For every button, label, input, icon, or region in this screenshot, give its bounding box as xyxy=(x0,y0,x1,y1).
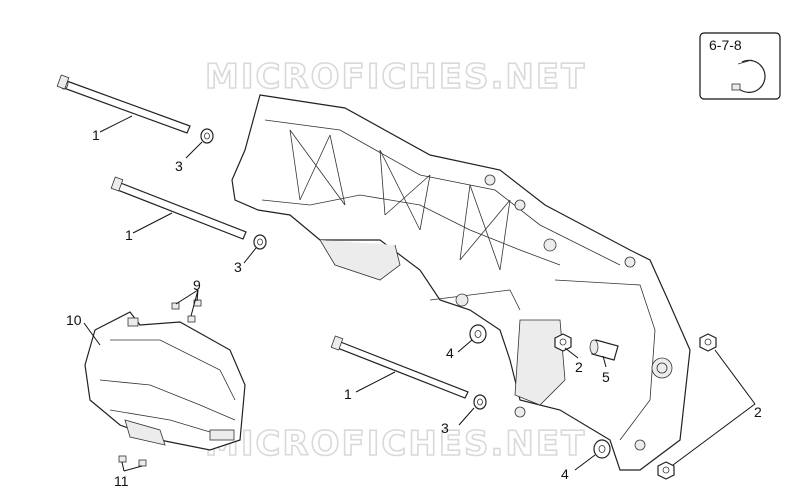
nut-2-right-upper xyxy=(699,333,717,352)
callout-1-top: 1 xyxy=(92,127,100,143)
side-cover-10 xyxy=(84,311,246,451)
washer-bottom-hole xyxy=(477,398,483,406)
spacer-5 xyxy=(589,339,619,361)
long-bolt-bottom xyxy=(330,335,469,399)
callout-9: 9 xyxy=(193,277,201,293)
washer-4-upper-hole xyxy=(474,330,482,338)
callout-3-bottom: 3 xyxy=(441,420,449,436)
long-bolt-middle xyxy=(110,176,247,240)
washer-middle xyxy=(253,234,267,250)
nut-2-right-lower xyxy=(657,461,675,480)
callout-3-top: 3 xyxy=(175,158,183,174)
washer-4-upper xyxy=(469,324,487,344)
kit-box-label: 6-7-8 xyxy=(709,37,742,53)
kit-box: 6-7-8 xyxy=(699,32,781,100)
callout-4-lower: 4 xyxy=(561,466,569,482)
callout-2-right: 2 xyxy=(754,404,762,420)
callout-1-bottom: 1 xyxy=(344,386,352,402)
main-frame xyxy=(231,94,691,471)
washer-top-hole xyxy=(204,132,210,140)
callout-5: 5 xyxy=(602,369,610,385)
washer-4-lower xyxy=(593,439,611,459)
callout-10: 10 xyxy=(66,312,82,328)
callout-2-center: 2 xyxy=(575,359,583,375)
callout-1-middle: 1 xyxy=(125,227,133,243)
hose-clamp-icon xyxy=(731,59,766,93)
nut-2-center xyxy=(554,333,572,352)
callout-labels: 1 3 1 3 9 10 4 2 5 1 3 2 4 11 xyxy=(66,127,762,489)
callout-11: 11 xyxy=(114,473,129,489)
watermark-top: MICROFICHES.NET xyxy=(205,57,586,97)
callout-4-upper: 4 xyxy=(446,345,454,361)
leader-lines xyxy=(83,115,756,472)
long-bolt-top xyxy=(56,74,191,134)
washer-bottom xyxy=(473,394,487,410)
washer-4-lower-hole xyxy=(598,445,606,453)
washer-top xyxy=(200,128,214,144)
washer-middle-hole xyxy=(257,238,263,246)
watermark-bottom: MICROFICHES.NET xyxy=(205,424,586,464)
callout-3-middle: 3 xyxy=(234,259,242,275)
